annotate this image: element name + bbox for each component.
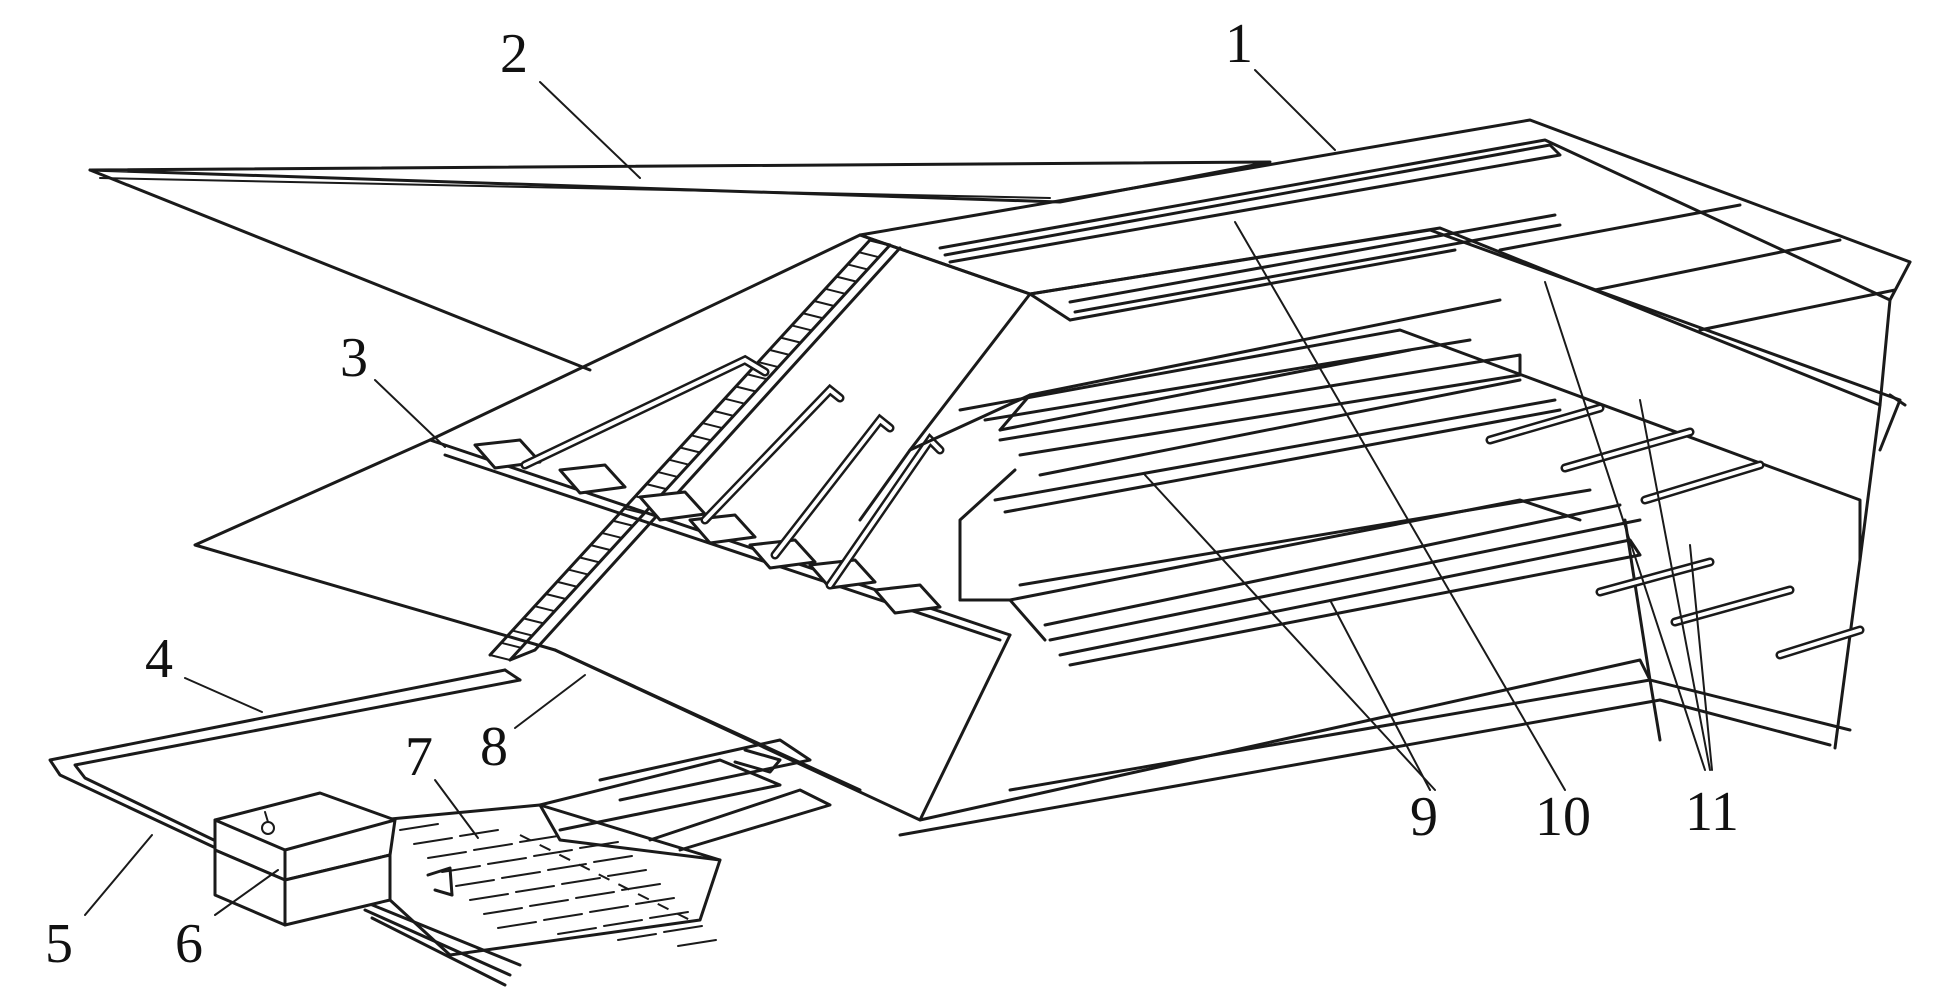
central-heap xyxy=(908,228,1902,747)
label-7: 7 xyxy=(405,726,433,788)
ladder-rung xyxy=(645,483,668,491)
pond-hatch xyxy=(427,851,467,859)
label-8: 8 xyxy=(480,716,508,778)
label-11: 11 xyxy=(1685,781,1739,843)
ladder-rung xyxy=(757,361,780,369)
pond-hatch xyxy=(399,823,439,831)
ladder-rung xyxy=(801,312,824,320)
ladder-rung xyxy=(723,397,746,405)
leader-lines xyxy=(84,69,1713,916)
pond-hatch xyxy=(519,835,559,843)
short-bar-core xyxy=(1488,406,1602,442)
pond-hatch xyxy=(413,837,453,845)
ladder-rung xyxy=(790,324,813,332)
label-1: 1 xyxy=(1225,13,1253,75)
pond-hatch xyxy=(617,933,657,941)
ladder-rung xyxy=(544,592,567,600)
lower-apron xyxy=(553,633,1662,837)
pond-hatch xyxy=(441,865,481,873)
pond-hatch xyxy=(677,939,717,947)
pond-hatch xyxy=(501,871,541,879)
pond-hatch xyxy=(579,841,619,849)
pond-hatch xyxy=(469,893,509,901)
collection-pipe xyxy=(48,668,522,852)
callout-labels: 2 1 3 4 5 6 7 8 9 10 11 xyxy=(45,13,1739,975)
ladder-rung xyxy=(522,617,545,625)
middle-troughs xyxy=(473,354,945,615)
short-bar-core xyxy=(1673,588,1792,624)
top-plate xyxy=(88,160,1272,372)
ladder-rung xyxy=(600,531,623,539)
ladder-rung xyxy=(489,654,511,661)
ladder-rung xyxy=(667,458,690,466)
pond-hatch xyxy=(459,829,499,837)
ladder-rung xyxy=(578,556,601,564)
ladder-rung xyxy=(846,263,869,271)
ladder-rung xyxy=(869,239,891,246)
ladder-rung xyxy=(611,519,634,527)
ladder-rung xyxy=(679,446,701,454)
pond-hatch xyxy=(649,911,689,919)
pond-hatch xyxy=(483,907,523,915)
ladder-rung xyxy=(712,409,735,417)
short-bars xyxy=(1485,403,1865,660)
pond-hatch xyxy=(557,927,597,935)
pond-hatch xyxy=(603,919,643,927)
pond-hatch xyxy=(497,921,537,929)
ladder-rung xyxy=(768,348,791,356)
ladder-rung xyxy=(511,629,534,637)
label-2: 2 xyxy=(500,23,528,85)
ladder-rung xyxy=(589,544,612,552)
label-10: 10 xyxy=(1535,786,1591,848)
ladder-rung xyxy=(824,287,847,295)
short-bar-core xyxy=(1563,430,1692,470)
short-bar-core xyxy=(1778,628,1862,657)
ladder-rung xyxy=(734,385,757,393)
ladder-rung xyxy=(656,470,679,478)
ladder-rung xyxy=(779,336,802,344)
pond-hatch xyxy=(455,879,495,887)
ladder-rung xyxy=(701,422,724,430)
pond-hatch xyxy=(607,869,647,877)
pond-hatch xyxy=(593,855,633,863)
label-6: 6 xyxy=(175,913,203,975)
short-bar-core xyxy=(1643,463,1762,502)
ladder-rung xyxy=(690,434,713,442)
pond-hatch xyxy=(533,849,573,857)
ladder-rung xyxy=(533,605,556,613)
upper-deck xyxy=(858,118,1912,750)
ladder-rung xyxy=(567,568,590,576)
pond-hatch xyxy=(543,913,583,921)
ladder-rung xyxy=(556,580,579,588)
pond-hatch xyxy=(589,905,629,913)
pond-hatch xyxy=(561,877,601,885)
ladder-rung xyxy=(813,300,836,308)
label-5: 5 xyxy=(45,913,73,975)
label-3: 3 xyxy=(340,327,368,389)
pond-hatch xyxy=(575,891,615,899)
pond-hatch xyxy=(529,899,569,907)
label-4: 4 xyxy=(145,628,173,690)
pond-hatch xyxy=(515,885,555,893)
pond-hatch xyxy=(487,857,527,865)
ladder-rung xyxy=(500,641,523,649)
ladder-rung xyxy=(857,251,880,259)
pond-hatch xyxy=(663,925,703,933)
ladder-rung xyxy=(835,275,858,283)
pond-and-box xyxy=(213,738,832,987)
pond-hatch xyxy=(635,897,675,905)
ladder-rung xyxy=(746,373,769,381)
ladder-rung xyxy=(623,507,646,515)
pond-hatch xyxy=(473,843,513,851)
label-9: 9 xyxy=(1410,786,1438,848)
